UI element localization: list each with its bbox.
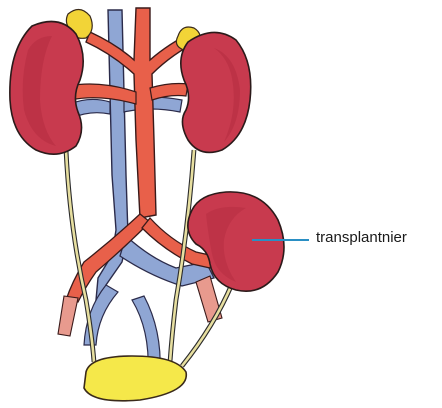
bladder	[84, 356, 186, 401]
transplant-kidney-label: transplantnier	[316, 229, 407, 247]
external-iliac-left	[58, 296, 78, 336]
right-kidney	[181, 32, 251, 152]
